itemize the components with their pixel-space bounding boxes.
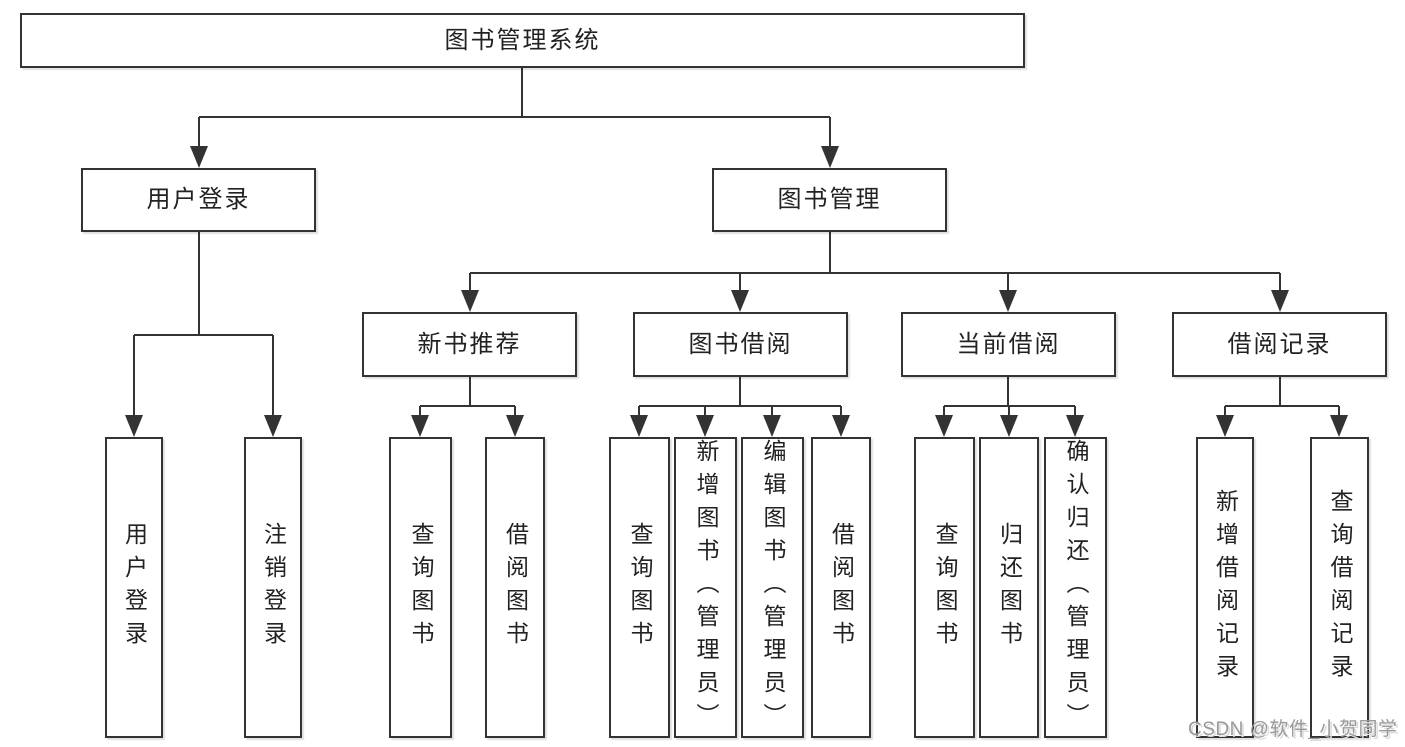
node-label: 查询图书 xyxy=(627,521,653,654)
node-label: 当前借阅 xyxy=(956,330,1061,358)
leaf-user-login: 用户登录 xyxy=(105,437,163,738)
node-label: 用户登录 xyxy=(146,186,251,213)
node-label: 新增借阅记录 xyxy=(1212,488,1239,687)
leaf-add-borrow-record: 新增借阅记录 xyxy=(1196,437,1254,738)
node-label: 查询图书 xyxy=(408,521,434,654)
node-label: 归还图书 xyxy=(996,521,1023,654)
leaf-query-books-current: 查询图书 xyxy=(914,437,975,738)
leaf-edit-books-admin: 编辑图书（管理员） xyxy=(741,437,804,738)
arrowheads xyxy=(125,146,1348,437)
node-label: 注销登录 xyxy=(260,521,287,654)
leaf-logout: 注销登录 xyxy=(244,437,302,738)
leaf-borrow-books-recommend: 借阅图书 xyxy=(485,437,545,738)
node-label: 编辑图书（管理员） xyxy=(760,439,786,736)
node-label: 用户登录 xyxy=(121,521,148,654)
node-book-management: 图书管理 xyxy=(712,168,947,232)
node-current-borrowing: 当前借阅 xyxy=(901,312,1116,377)
node-label: 查询借阅记录 xyxy=(1327,488,1353,687)
leaf-borrow-books: 借阅图书 xyxy=(811,437,871,738)
leaf-confirm-return-admin: 确认归还（管理员） xyxy=(1044,437,1107,738)
csdn-watermark: CSDN @软件_小贺同学 xyxy=(1188,719,1398,740)
leaf-add-books-admin: 新增图书（管理员） xyxy=(674,437,737,738)
node-user-login: 用户登录 xyxy=(81,168,316,232)
node-label: 借阅图书 xyxy=(502,521,529,654)
node-label: 确认归还（管理员） xyxy=(1063,439,1089,736)
node-label: 图书管理 xyxy=(777,186,882,213)
node-root-system: 图书管理系统 xyxy=(20,13,1025,68)
leaf-return-books: 归还图书 xyxy=(979,437,1039,738)
node-borrow-records: 借阅记录 xyxy=(1172,312,1387,377)
node-label: 图书管理系统 xyxy=(444,26,601,54)
node-label: 查询图书 xyxy=(932,521,958,654)
node-label: 图书借阅 xyxy=(688,330,793,358)
leaf-query-borrow-record: 查询借阅记录 xyxy=(1310,437,1369,738)
node-new-book-recommend: 新书推荐 xyxy=(362,312,577,377)
node-label: 借阅记录 xyxy=(1227,330,1332,358)
node-label: 新书推荐 xyxy=(417,330,522,358)
leaf-query-books-borrowing: 查询图书 xyxy=(609,437,670,738)
node-label: 借阅图书 xyxy=(828,521,855,654)
leaf-query-books-recommend: 查询图书 xyxy=(389,437,452,738)
node-book-borrowing: 图书借阅 xyxy=(633,312,848,377)
node-label: 新增图书（管理员） xyxy=(693,439,719,736)
